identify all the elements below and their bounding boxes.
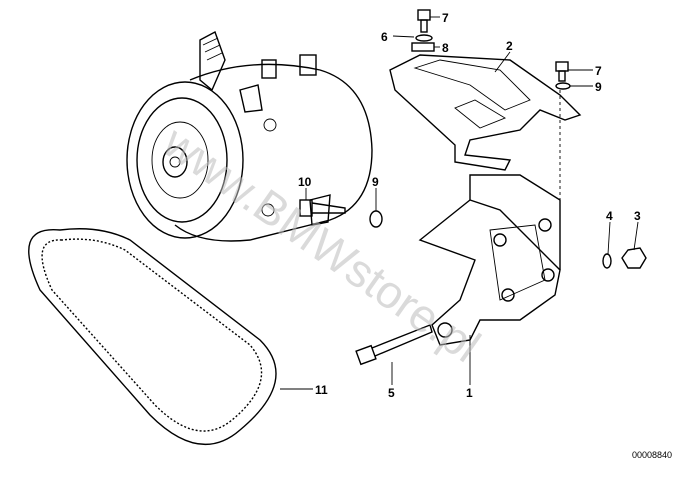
bolt-7-top[interactable] [417, 9, 431, 33]
callout-4[interactable]: 4 [606, 209, 613, 223]
callout-3[interactable]: 3 [634, 209, 641, 223]
v-belt[interactable] [28, 228, 277, 445]
callout-6[interactable]: 6 [381, 30, 388, 44]
washer-6[interactable] [415, 34, 433, 42]
callout-7[interactable]: 7 [595, 64, 602, 78]
leader-lines [280, 16, 639, 390]
document-id: 00008840 [632, 450, 672, 460]
plate-washer-8[interactable] [411, 42, 435, 52]
callout-9[interactable]: 9 [372, 175, 379, 189]
callout-2[interactable]: 2 [506, 39, 513, 53]
callout-11[interactable]: 11 [315, 383, 328, 397]
bolt-7-right[interactable] [555, 61, 569, 82]
watermark: www.BMWstore.pl [153, 115, 489, 372]
ac-compressor[interactable] [126, 31, 373, 242]
callout-7[interactable]: 7 [442, 11, 449, 25]
upper-bracket[interactable] [389, 54, 582, 171]
nut-3[interactable] [621, 247, 647, 269]
washer-9-mid[interactable] [369, 210, 383, 228]
bolt-5[interactable] [355, 324, 433, 366]
callout-10[interactable]: 10 [298, 175, 312, 189]
callout-8[interactable]: 8 [442, 41, 449, 55]
compressor-bracket[interactable] [418, 174, 561, 346]
callout-1[interactable]: 1 [466, 386, 473, 400]
callout-5[interactable]: 5 [388, 386, 395, 400]
callout-9[interactable]: 9 [595, 80, 602, 94]
washer-9-top[interactable] [555, 82, 571, 90]
washer-4[interactable] [602, 253, 612, 269]
